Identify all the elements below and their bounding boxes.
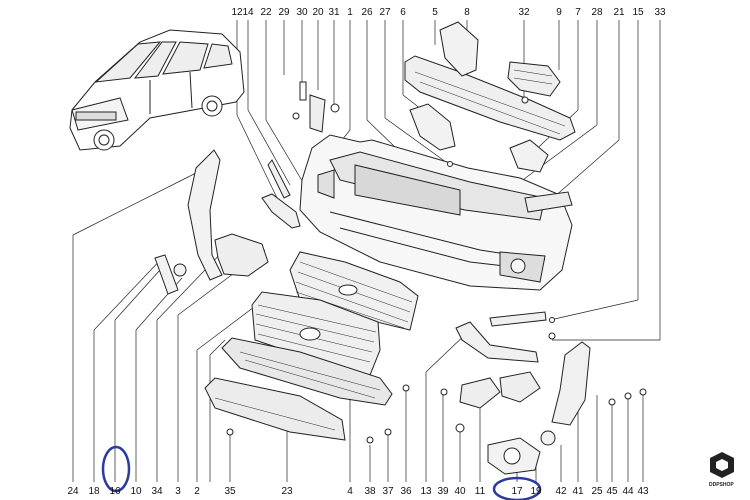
callout-40: 40 [454, 486, 466, 497]
callout-8: 8 [464, 7, 470, 18]
callout-11: 11 [475, 486, 486, 497]
bumper-cover [299, 134, 573, 291]
callout-37: 37 [382, 486, 394, 497]
side-grille-strip [524, 191, 573, 213]
callout-5: 5 [432, 7, 438, 18]
clip-part [154, 254, 187, 295]
ddpshop-logo-icon [710, 452, 734, 478]
callout-7: 7 [575, 7, 581, 18]
callout-25: 25 [591, 486, 603, 497]
callout-22: 22 [260, 7, 272, 18]
lower-brackets [459, 371, 541, 409]
energy-absorber [439, 21, 479, 77]
callout-26: 26 [361, 7, 373, 18]
left-bracket [187, 149, 223, 281]
bumper-beam [404, 55, 576, 141]
callout-45: 45 [606, 486, 618, 497]
callout-30: 30 [296, 7, 308, 18]
callout-14: 14 [242, 7, 254, 18]
trim-strip [261, 159, 301, 229]
mounting-clips [292, 81, 340, 133]
callout-44: 44 [622, 486, 634, 497]
callout-41: 41 [572, 486, 584, 497]
right-trim-strip [455, 311, 547, 363]
center-bracket [409, 103, 456, 151]
screws [226, 96, 647, 444]
callout-33: 33 [654, 7, 666, 18]
callout-31: 31 [328, 7, 340, 18]
vehicle-thumbnail [69, 29, 245, 151]
underbody-shield [204, 377, 346, 441]
callout-17: 17 [511, 486, 523, 497]
fog-lamp [487, 430, 556, 475]
callout-16: 16 [109, 486, 121, 497]
callout-23: 23 [281, 486, 293, 497]
leader-lines [72, 20, 661, 482]
callout-6: 6 [400, 7, 406, 18]
callout-12: 12 [231, 7, 243, 18]
callout-35: 35 [224, 486, 236, 497]
callout-19: 19 [530, 486, 542, 497]
callout-4: 4 [347, 486, 353, 497]
callout-24: 24 [67, 486, 79, 497]
callout-21: 21 [613, 7, 625, 18]
right-side-trim [551, 341, 591, 426]
callout-2: 2 [194, 486, 200, 497]
callout-9: 9 [556, 7, 562, 18]
callout-43: 43 [637, 486, 649, 497]
callout-20: 20 [312, 7, 324, 18]
right-bracket [507, 61, 561, 97]
callout-27: 27 [379, 7, 391, 18]
callout-38: 38 [364, 486, 376, 497]
side-bracket [214, 233, 269, 277]
callout-1: 1 [347, 7, 353, 18]
callout-42: 42 [555, 486, 567, 497]
callout-29: 29 [278, 7, 290, 18]
callout-36: 36 [400, 486, 412, 497]
callout-18: 18 [88, 486, 100, 497]
callout-39: 39 [437, 486, 449, 497]
headlight-bracket [509, 139, 549, 173]
highlight-circle-17 [492, 476, 542, 500]
callout-28: 28 [591, 7, 603, 18]
callout-32: 32 [518, 7, 530, 18]
callout-3: 3 [175, 486, 181, 497]
watermark-text: DDPSHOP [709, 482, 734, 488]
callout-15: 15 [632, 7, 644, 18]
callout-13: 13 [420, 486, 432, 497]
callout-10: 10 [130, 486, 142, 497]
highlight-circle-16 [101, 445, 131, 493]
lower-bumper-strip [221, 337, 393, 406]
callout-34: 34 [151, 486, 163, 497]
